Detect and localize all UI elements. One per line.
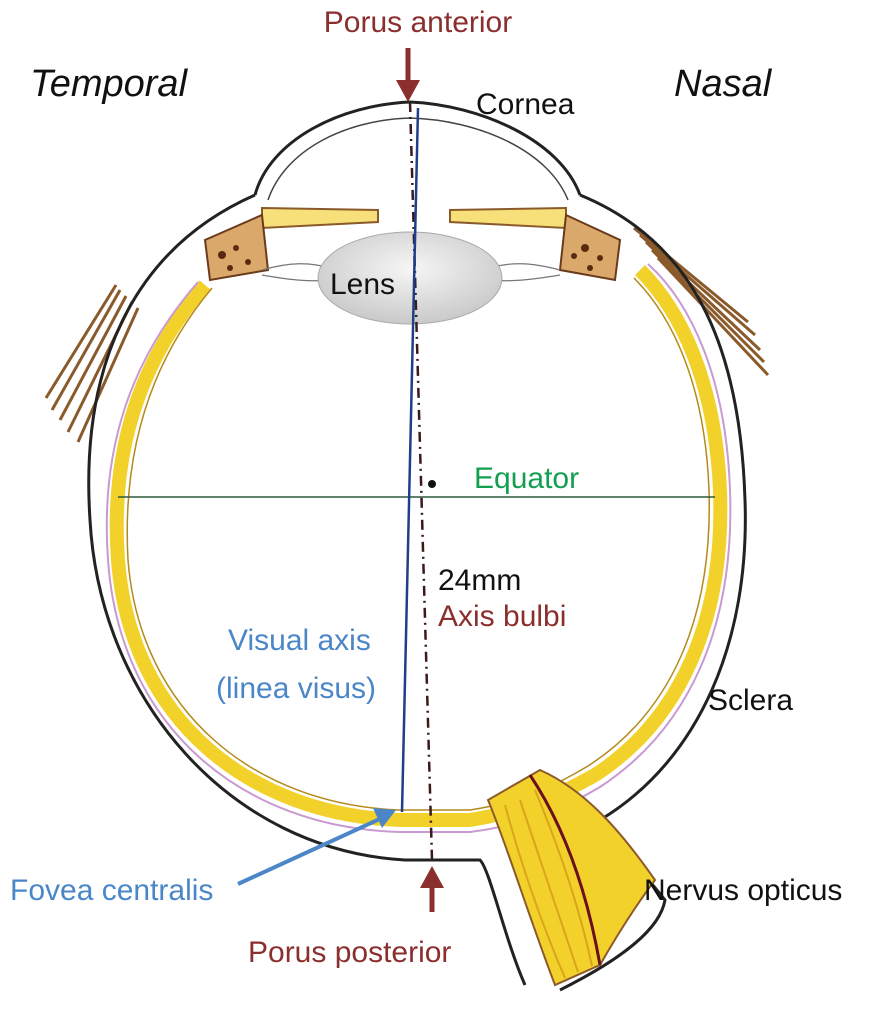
retina-band [117, 270, 721, 820]
cornea-label: Cornea [476, 88, 575, 121]
fovea-centralis-label: Fovea centralis [10, 874, 213, 907]
visual-axis-label-line2: (linea visus) [216, 672, 376, 705]
lens-label: Lens [330, 268, 395, 301]
porus-anterior-arrow [396, 48, 420, 102]
retina-inner-edge [127, 278, 709, 810]
porus-posterior-label: Porus posterior [248, 936, 451, 969]
temporal-label: Temporal [30, 63, 189, 105]
axis-bulbi-line [410, 102, 432, 860]
nasal-label: Nasal [674, 63, 773, 105]
measure-label: 24mm [438, 564, 521, 597]
nervus-opticus-label: Nervus opticus [644, 874, 842, 907]
equator-label: Equator [474, 462, 579, 495]
center-dot [428, 480, 436, 488]
porus-anterior-label: Porus anterior [324, 6, 512, 39]
sclera-label: Sclera [708, 684, 793, 717]
porus-posterior-arrow [420, 866, 444, 912]
visual-axis-label-line1: Visual axis [228, 624, 371, 657]
visual-axis-line [402, 108, 418, 812]
axis-bulbi-label: Axis bulbi [438, 600, 566, 633]
